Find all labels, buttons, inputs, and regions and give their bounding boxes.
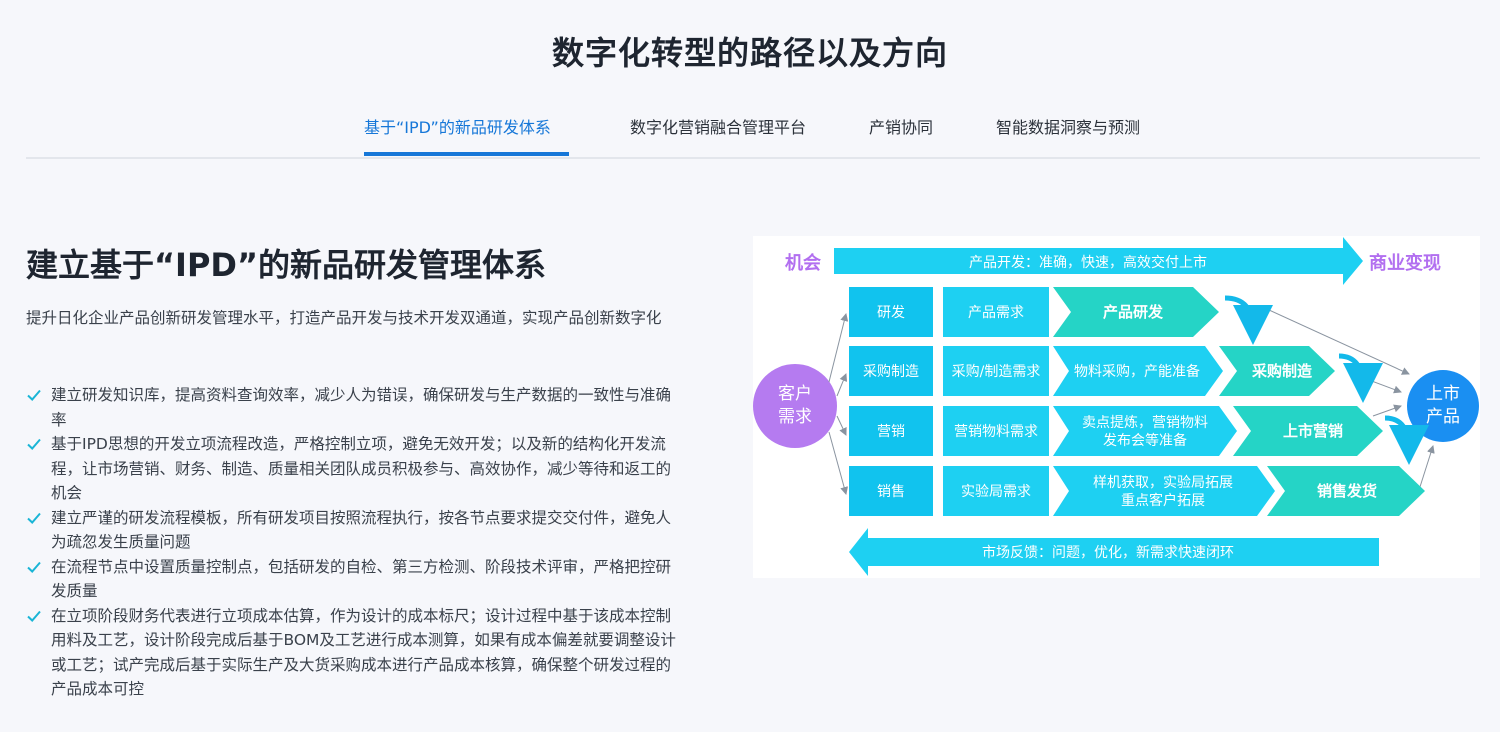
- curved-arrows: [1224, 295, 1429, 465]
- row-sales: 销售 实验局需求 样机获取，实验局拓展 重点客户拓展 销售发货: [849, 466, 1425, 516]
- row-step: 物料采购，产能准备: [1074, 363, 1200, 380]
- check-icon: [27, 561, 41, 573]
- process-diagram: 产品开发：准确，快速，高效交付上市 机会 商业变现 客户 需求 上市 产品 研发…: [753, 236, 1480, 578]
- tab-ipd[interactable]: 基于“IPD”的新品研发体系: [364, 118, 551, 137]
- list-item: 基于IPD思想的开发立项流程改造，严格控制立项，避免无效开发；以及新的结构化开发…: [26, 432, 686, 506]
- row-label: 销售: [877, 484, 905, 500]
- row-procurement: 采购制造 采购/制造需求 物料采购，产能准备 采购制造: [849, 346, 1335, 396]
- row-step2: 采购制造: [1251, 362, 1312, 380]
- row-label: 采购制造: [863, 364, 919, 380]
- list-item-text: 基于IPD思想的开发立项流程改造，严格控制立项，避免无效开发；以及新的结构化开发…: [51, 435, 672, 502]
- launch-label-2: 产品: [1426, 407, 1460, 427]
- feature-list: 建立研发知识库，提高资料查询效率，减少人为错误，确保研发与生产数据的一致性与准确…: [26, 383, 686, 702]
- row-step: 产品研发: [1103, 303, 1164, 321]
- row-step2: 销售发货: [1317, 482, 1377, 500]
- row-need: 实验局需求: [961, 484, 1031, 500]
- list-item-text: 建立研发知识库，提高资料查询效率，减少人为错误，确保研发与生产数据的一致性与准确…: [51, 386, 672, 429]
- row-step-line2: 发布会等准备: [1103, 432, 1187, 449]
- top-arrow: 产品开发：准确，快速，高效交付上市: [834, 237, 1363, 285]
- row-step-line2: 重点客户拓展: [1121, 492, 1205, 509]
- tab-bar: 基于“IPD”的新品研发体系 数字化营销融合管理平台 产销协同 智能数据洞察与预…: [26, 100, 1480, 159]
- list-item: 建立研发知识库，提高资料查询效率，减少人为错误，确保研发与生产数据的一致性与准确…: [26, 383, 686, 432]
- customer-label-2: 需求: [778, 407, 812, 427]
- tab-digital-marketing[interactable]: 数字化营销融合管理平台: [630, 118, 807, 137]
- bottom-arrow: 市场反馈：问题，优化，新需求快速闭环: [849, 528, 1379, 576]
- row-marketing: 营销 营销物料需求 卖点提炼，营销物料 发布会等准备 上市营销: [849, 406, 1383, 456]
- customer-need-circle: 客户 需求: [753, 364, 837, 448]
- active-tab-indicator: [364, 152, 569, 156]
- row-rd: 研发 产品需求 产品研发: [849, 287, 1219, 337]
- list-item: 在流程节点中设置质量控制点，包括研发的自检、第三方检测、阶段技术评审，严格把控研…: [26, 555, 686, 604]
- tab-data-insight[interactable]: 智能数据洞察与预测: [996, 118, 1141, 137]
- list-item-text: 建立严谨的研发流程模板，所有研发项目按照流程执行，按各节点要求提交交付件，避免人…: [51, 508, 672, 552]
- section-description: 提升日化企业产品创新研发管理水平，打造产品开发与技术开发双通道，实现产品创新数字…: [26, 309, 662, 327]
- monetization-label: 商业变现: [1369, 252, 1441, 274]
- customer-label-1: 客户: [778, 384, 812, 404]
- launch-product-circle: 上市 产品: [1407, 370, 1479, 442]
- row-step-line1: 卖点提炼，营销物料: [1082, 415, 1208, 431]
- customer-connectors: [828, 313, 849, 495]
- launch-label-1: 上市: [1426, 384, 1460, 404]
- check-icon: [27, 438, 41, 450]
- list-item-text: 在立项阶段财务代表进行立项成本估算，作为设计的成本标尺；设计过程中基于该成本控制…: [51, 606, 676, 699]
- row-step2: 上市营销: [1283, 422, 1343, 440]
- section-title: 建立基于“IPD”的新品研发管理体系: [26, 246, 546, 284]
- check-icon: [27, 389, 41, 401]
- bottom-arrow-label: 市场反馈：问题，优化，新需求快速闭环: [982, 544, 1234, 561]
- row-label: 营销: [877, 424, 905, 440]
- opportunity-label: 机会: [785, 252, 821, 274]
- row-need: 营销物料需求: [954, 424, 1038, 440]
- list-item: 建立严谨的研发流程模板，所有研发项目按照流程执行，按各节点要求提交交付件，避免人…: [26, 506, 686, 555]
- tab-production-sales[interactable]: 产销协同: [869, 118, 934, 137]
- top-arrow-label: 产品开发：准确，快速，高效交付上市: [969, 254, 1207, 271]
- row-label: 研发: [877, 305, 905, 321]
- list-item-text: 在流程节点中设置质量控制点，包括研发的自检、第三方检测、阶段技术评审，严格把控研…: [51, 557, 672, 601]
- row-step-line1: 样机获取，实验局拓展: [1093, 475, 1233, 491]
- check-icon: [27, 512, 41, 524]
- row-need: 产品需求: [968, 305, 1024, 321]
- row-need: 采购/制造需求: [952, 364, 1041, 380]
- list-item: 在立项阶段财务代表进行立项成本估算，作为设计的成本标尺；设计过程中基于该成本控制…: [26, 604, 686, 702]
- check-icon: [27, 610, 41, 622]
- page-title: 数字化转型的路径以及方向: [551, 34, 948, 72]
